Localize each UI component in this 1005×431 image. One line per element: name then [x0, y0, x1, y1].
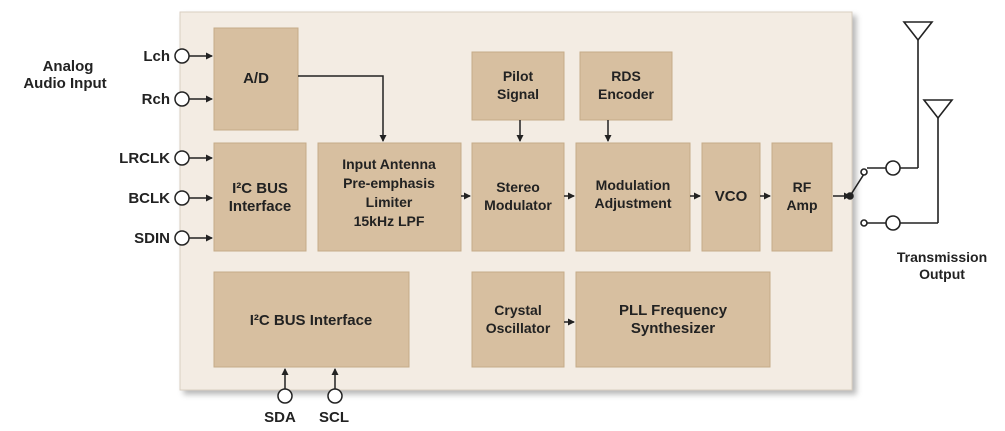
- stereo-label-1: Stereo: [496, 179, 540, 195]
- pll-label-1: PLL Frequency: [619, 302, 728, 319]
- stereo-label-2: Modulator: [484, 197, 552, 213]
- crystal-oscillator-block: [471, 271, 565, 368]
- antenna-wiring: [898, 36, 939, 224]
- analog-audio-input-label-2: Audio Input: [23, 75, 106, 92]
- bclk-label: BCLK: [128, 190, 170, 207]
- sdin-label: SDIN: [134, 230, 170, 247]
- input-antenna-label-1: Input Antenna: [342, 156, 436, 172]
- sda-label: SDA: [264, 409, 296, 426]
- transmission-output-label-2: Output: [919, 266, 965, 282]
- output-pin-icon-1: [885, 160, 901, 176]
- rds-label-2: Encoder: [598, 86, 655, 102]
- antenna-icon: [922, 99, 954, 120]
- scl-label: SCL: [319, 409, 349, 426]
- rds-label-1: RDS: [611, 68, 641, 84]
- rch-pin-icon: [174, 91, 190, 107]
- rf-switch-icon: [833, 167, 886, 227]
- modulation-label-2: Adjustment: [595, 195, 672, 211]
- i2c-interface-block: [213, 142, 307, 252]
- modulation-adjustment-block: [575, 142, 691, 252]
- input-antenna-label-2: Pre-emphasis: [343, 175, 435, 191]
- modulation-label-1: Modulation: [596, 177, 671, 193]
- pll-synthesizer-block: [575, 271, 771, 368]
- input-antenna-block: [317, 142, 462, 252]
- i2c-bus-interface-label: I²C BUS Interface: [250, 312, 373, 329]
- input-antenna-label-3: Limiter: [366, 194, 413, 210]
- rch-label: Rch: [142, 91, 170, 108]
- sdin-pin-icon: [174, 230, 190, 246]
- transmission-output-label-1: Transmission: [897, 249, 987, 265]
- scl-pin-icon: [327, 388, 343, 404]
- rf-amp-block: [771, 142, 833, 252]
- lch-pin-icon: [174, 48, 190, 64]
- antenna-icon: [902, 21, 934, 42]
- i2c-interface-label-2: Interface: [229, 198, 292, 215]
- input-antenna-label-4: 15kHz LPF: [354, 213, 425, 229]
- i2c-bus-interface-block: [213, 271, 410, 368]
- lrclk-pin-icon: [174, 150, 190, 166]
- bclk-pin-icon: [174, 190, 190, 206]
- pilot-label-1: Pilot: [503, 68, 534, 84]
- pilot-signal-block: [471, 51, 565, 121]
- analog-audio-input-label: Analog: [43, 58, 94, 75]
- vco-label: VCO: [715, 188, 748, 205]
- rf-amp-label-2: Amp: [786, 197, 817, 213]
- signal-connections: [189, 52, 771, 389]
- lch-label: Lch: [143, 48, 170, 65]
- crystal-label-2: Oscillator: [486, 320, 551, 336]
- sda-pin-icon: [277, 388, 293, 404]
- i2c-interface-label-1: I²C BUS: [232, 180, 288, 197]
- rds-encoder-block: [579, 51, 673, 121]
- stereo-modulator-block: [471, 142, 565, 252]
- lrclk-label: LRCLK: [119, 150, 170, 167]
- output-pin-icon-2: [885, 215, 901, 231]
- ad-converter-block: [213, 27, 299, 131]
- rf-amp-label-1: RF: [793, 179, 812, 195]
- pll-label-2: Synthesizer: [631, 320, 715, 337]
- ad-label: A/D: [243, 70, 269, 87]
- vco-block: [701, 142, 761, 252]
- pilot-label-2: Signal: [497, 86, 539, 102]
- crystal-label-1: Crystal: [494, 302, 541, 318]
